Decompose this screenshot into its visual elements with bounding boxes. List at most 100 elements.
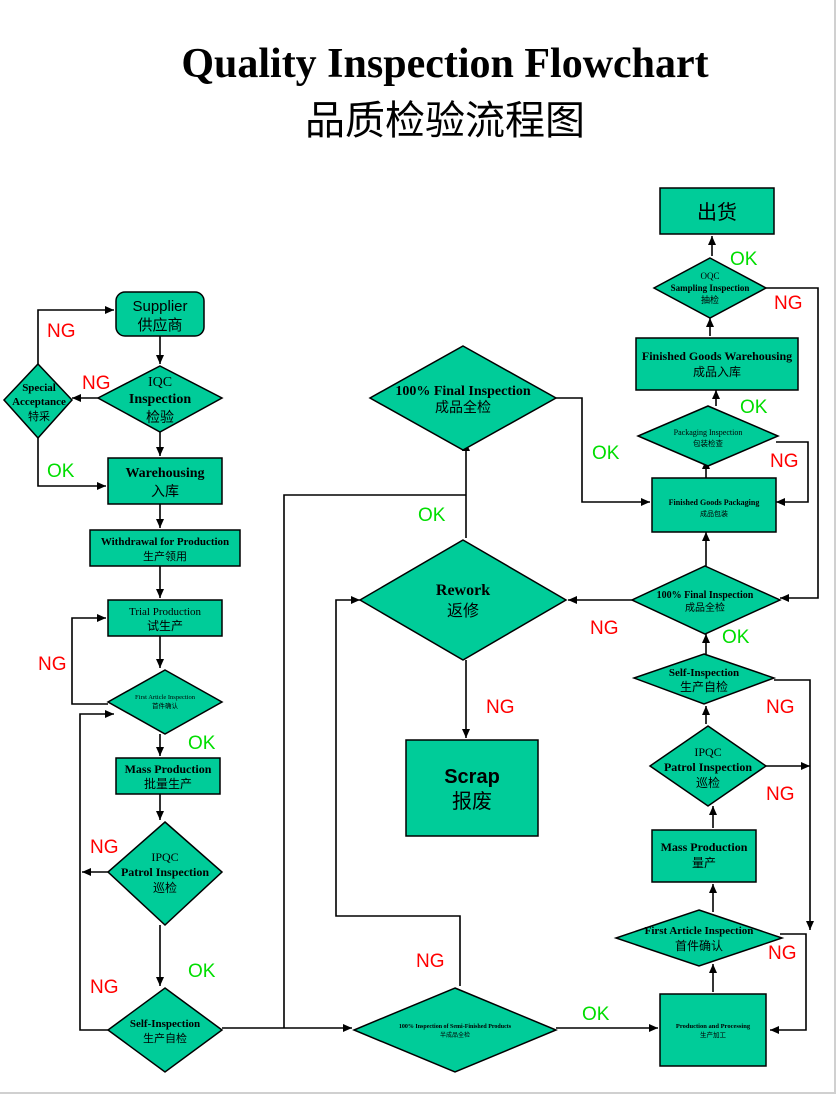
self-left-label: Self-Inspection [130, 1018, 200, 1030]
shipment-node: 出货 [659, 187, 775, 235]
trial-label: Trial Production [129, 606, 202, 618]
mass-right-label: Mass Production [661, 840, 748, 854]
final-mid-label: 100% Final Inspection [395, 384, 531, 399]
first-article-left-node: First Article Inspection 首件确认 [106, 669, 224, 735]
ok-label: OK [722, 627, 750, 648]
first-article-right-node: First Article Inspection 首件确认 [613, 909, 785, 967]
ng-label: NG [768, 943, 797, 964]
iqc-label: IQC [148, 375, 172, 390]
warehousing-label-cn: 入库 [151, 484, 179, 500]
ipqc-left-label: IPQC [151, 850, 178, 864]
ng-label: NG [774, 293, 803, 314]
special-label-2: Acceptance [12, 396, 66, 408]
ng-label: NG [90, 977, 119, 998]
ok-label: OK [418, 505, 446, 526]
ipqc-right-node: IPQC Patrol Inspection 巡检 [648, 725, 768, 807]
special-label: Special [22, 382, 56, 394]
scrap-node: Scrap 报废 [405, 739, 539, 837]
supplier-label-cn: 供应商 [137, 316, 182, 334]
ok-label: OK [582, 1004, 610, 1025]
ipqc-right-label: IPQC [694, 745, 721, 759]
supplier-label: Supplier [132, 298, 187, 315]
self-left-label-cn: 生产自检 [143, 1031, 187, 1045]
packinsp-label-cn: 包装检查 [693, 438, 723, 448]
ng-label: NG [47, 321, 76, 342]
fa-right-label-cn: 首件确认 [675, 939, 723, 953]
withdrawal-node: Withdrawal for Production 生产领用 [89, 529, 241, 567]
special-label-cn: 特采 [28, 409, 50, 423]
semi-label: 100% Inspection of Semi-Finished Product… [399, 1024, 512, 1030]
ok-label: OK [592, 443, 620, 464]
production-processing-node: Production and Processing 生产加工 [659, 993, 767, 1067]
fgw-label: Finished Goods Warehousing [642, 349, 792, 363]
supplier-node: Supplier 供应商 [115, 291, 205, 337]
fgp-label: Finished Goods Packaging [669, 498, 760, 507]
withdrawal-label-cn: 生产领用 [143, 549, 187, 563]
fgw-label-cn: 成品入库 [693, 364, 741, 379]
packinsp-label: Packaging Inspection [674, 428, 743, 437]
ok-label: OK [47, 461, 75, 482]
oqc-node: OQC Sampling Inspection 抽检 [652, 257, 768, 319]
withdrawal-label: Withdrawal for Production [101, 536, 229, 548]
fa-left-label: First Article Inspection [135, 694, 196, 701]
semi-finished-inspection-node: 100% Inspection of Semi-Finished Product… [352, 987, 558, 1073]
finished-goods-warehousing-node: Finished Goods Warehousing 成品入库 [635, 337, 799, 391]
final-inspection-mid-node: 100% Final Inspection 成品全检 [368, 345, 558, 451]
oqc-label-cn: 抽检 [701, 294, 719, 306]
ok-label: OK [188, 961, 216, 982]
self-inspection-right-node: Self-Inspection 生产自检 [631, 653, 777, 705]
mass-left-label-cn: 批量生产 [144, 776, 192, 791]
title-cn: 品质检验流程图 [305, 98, 585, 144]
ipqc-left-label-2: Patrol Inspection [121, 865, 209, 879]
ng-label: NG [770, 451, 799, 472]
mass-right-label-cn: 量产 [692, 856, 716, 870]
trial-production-node: Trial Production 试生产 [107, 599, 223, 637]
final-right-label-cn: 成品全检 [685, 601, 725, 614]
ng-label: NG [82, 373, 111, 394]
mass-left-label: Mass Production [125, 762, 212, 776]
fgp-label-cn: 成品包装 [700, 509, 728, 518]
ok-label: OK [188, 733, 216, 754]
edge-labels: NG NG OK NG OK NG OK NG OK NG NG OK NG O… [38, 249, 803, 1025]
ok-label: OK [740, 397, 768, 418]
semi-label-cn: 半成品全检 [440, 1031, 470, 1039]
ng-label: NG [416, 951, 445, 972]
prodproc-label-cn: 生产加工 [700, 1030, 727, 1039]
iqc-label-2: Inspection [129, 392, 191, 407]
ok-label: OK [730, 249, 758, 270]
final-right-label: 100% Final Inspection [657, 590, 754, 601]
rework-label-cn: 返修 [447, 601, 479, 620]
ng-label: NG [90, 837, 119, 858]
scrap-label: Scrap [444, 766, 500, 788]
ng-label: NG [486, 697, 515, 718]
ng-label: NG [766, 697, 795, 718]
ng-label: NG [38, 654, 67, 675]
ipqc-left-label-cn: 巡检 [153, 880, 177, 895]
ng-label: NG [766, 784, 795, 805]
iqc-node: IQC Inspection 检验 [96, 365, 224, 433]
scrap-label-cn: 报废 [452, 789, 492, 813]
title-en: Quality Inspection Flowchart [181, 41, 709, 87]
ipqc-left-node: IPQC Patrol Inspection 巡检 [106, 821, 224, 927]
prodproc-label: Production and Processing [676, 1023, 751, 1030]
ipqc-right-label-2: Patrol Inspection [664, 760, 752, 774]
fa-right-label: First Article Inspection [645, 925, 754, 937]
special-acceptance-node: Special Acceptance 特采 [2, 362, 74, 440]
trial-label-cn: 试生产 [147, 618, 183, 633]
ng-label: NG [590, 618, 619, 639]
edges [37, 236, 819, 1034]
self-right-label-cn: 生产自检 [680, 679, 728, 694]
ipqc-right-label-cn: 巡检 [696, 775, 720, 790]
final-mid-label-cn: 成品全检 [435, 399, 491, 416]
finished-goods-packaging-node: Finished Goods Packaging 成品包装 [651, 477, 777, 533]
mass-production-right-node: Mass Production 量产 [651, 829, 757, 883]
fa-left-label-cn: 首件确认 [152, 701, 179, 710]
rework-label: Rework [436, 582, 490, 599]
mass-production-left-node: Mass Production 批量生产 [115, 757, 221, 795]
shipment-label: 出货 [697, 200, 737, 224]
oqc-label-2: Sampling Inspection [671, 283, 750, 293]
packaging-inspection-node: Packaging Inspection 包装检查 [636, 405, 780, 467]
final-inspection-right-node: 100% Final Inspection 成品全检 [630, 565, 782, 635]
rework-node: Rework 返修 [358, 539, 568, 661]
